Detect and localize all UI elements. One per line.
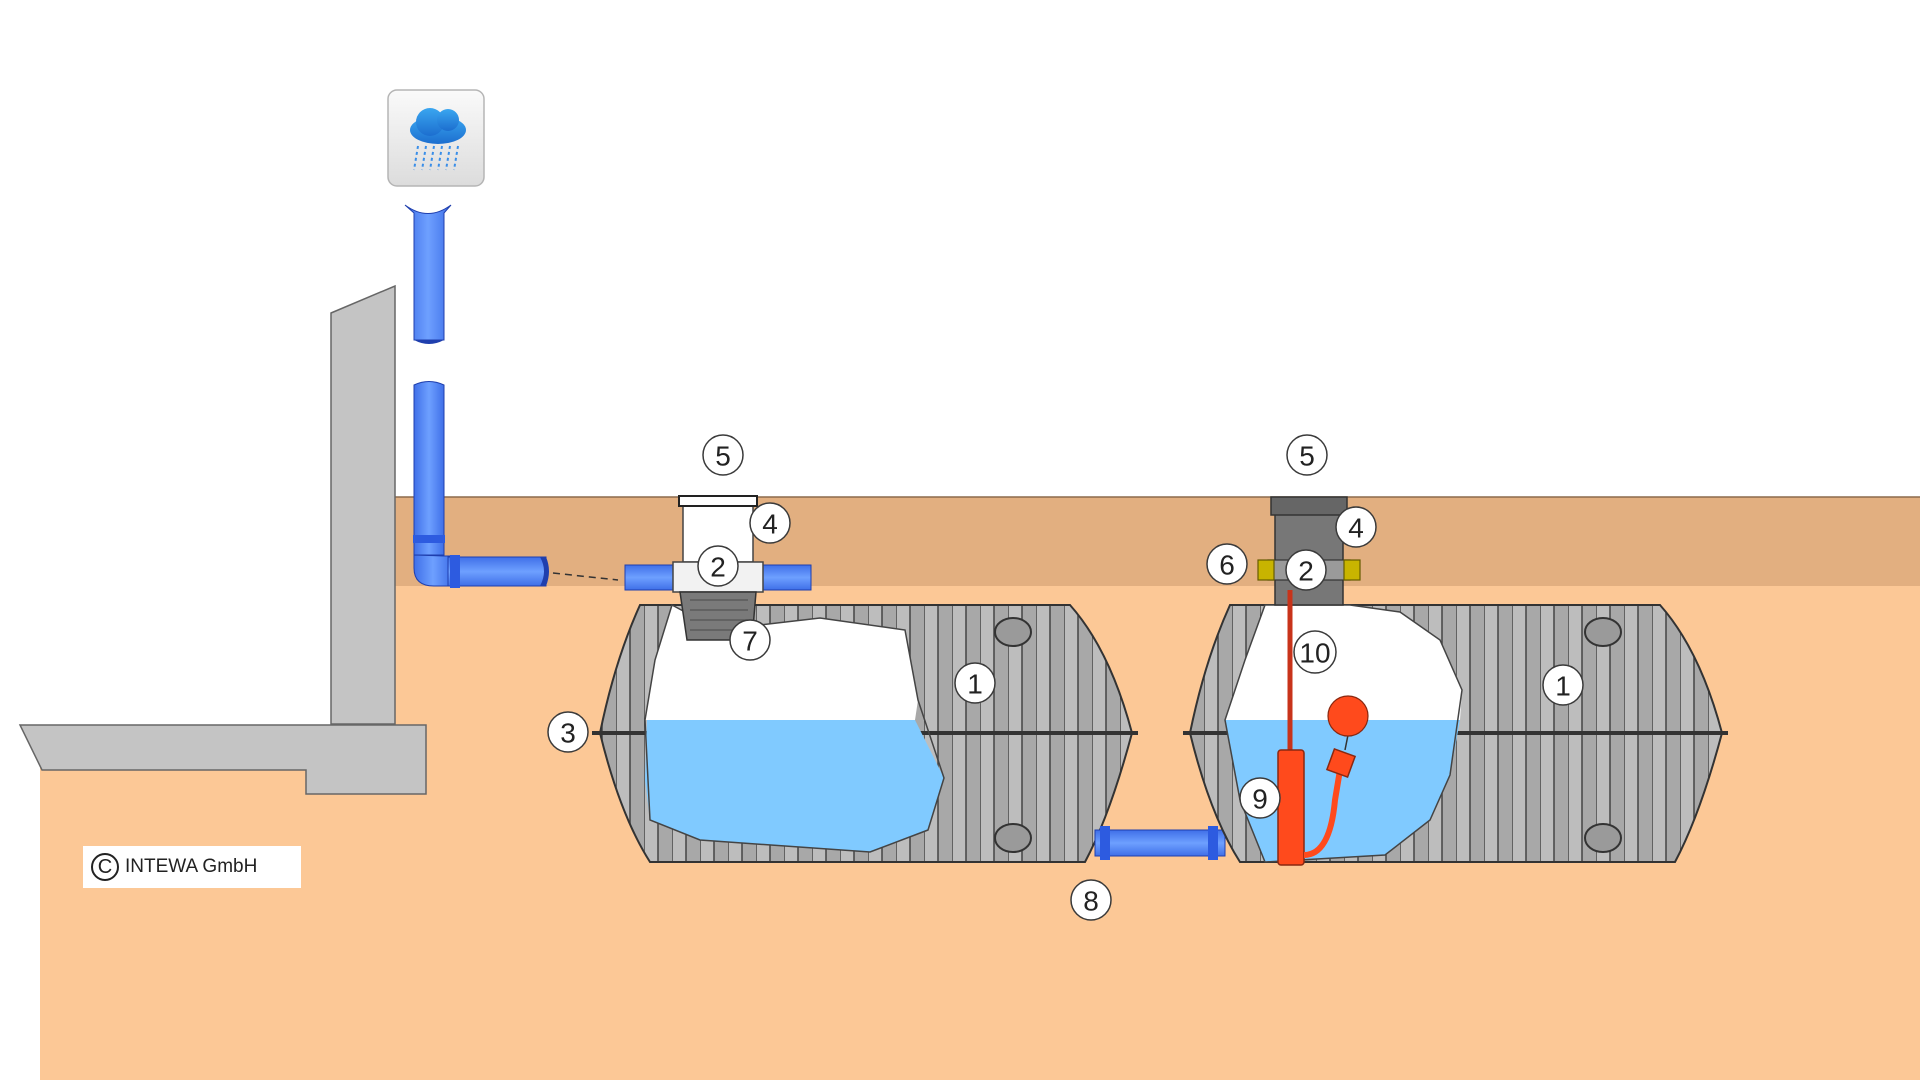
submersible-pump	[1277, 749, 1305, 866]
rain-cloud-icon	[387, 89, 485, 187]
cover-right	[1270, 496, 1348, 516]
inflow-pipe	[447, 556, 547, 587]
water-left	[645, 720, 944, 852]
callout-connector-2-left: 2	[697, 545, 739, 587]
svg-text:2: 2	[1298, 556, 1314, 587]
svg-text:6: 6	[1219, 550, 1235, 581]
float-switch	[1325, 747, 1357, 779]
callout-filter-7: 7	[729, 619, 771, 661]
callout-connector-2-right: 2	[1285, 549, 1327, 591]
callout-tank-1-left: 1	[954, 662, 996, 704]
tank-left	[592, 495, 1138, 863]
foundation	[18, 724, 427, 795]
svg-text:4: 4	[1348, 513, 1364, 544]
svg-text:1: 1	[967, 669, 983, 700]
callout-tank-1-right: 1	[1542, 664, 1584, 706]
downpipe	[404, 204, 619, 588]
callout-tank-joint-3: 3	[547, 711, 589, 753]
copyright-icon: C	[91, 853, 119, 881]
callout-cover-5-right: 5	[1286, 434, 1328, 476]
svg-text:7: 7	[742, 626, 758, 657]
svg-text:10: 10	[1299, 638, 1330, 669]
callout-extension-4-left: 4	[749, 502, 791, 544]
svg-text:1: 1	[1555, 671, 1571, 702]
svg-text:9: 9	[1252, 784, 1268, 815]
callout-extension-4-right: 4	[1335, 506, 1377, 548]
callout-float-hose-10: 10	[1293, 630, 1337, 674]
svg-text:4: 4	[762, 509, 778, 540]
copyright-text: INTEWA GmbH	[125, 856, 258, 877]
cover-left	[678, 495, 758, 507]
svg-text:8: 8	[1083, 886, 1099, 917]
callout-pump-9: 9	[1239, 777, 1281, 819]
svg-text:5: 5	[1299, 441, 1315, 472]
callout-connection-pipe-8: 8	[1070, 879, 1112, 921]
callout-cover-5-left: 5	[702, 434, 744, 476]
callout-adapter-6: 6	[1206, 543, 1248, 585]
topsoil-layer	[395, 497, 1920, 586]
connecting-pipe	[1094, 826, 1226, 860]
connection-dashed-line	[552, 572, 619, 581]
svg-text:5: 5	[715, 441, 731, 472]
adapter-left	[1257, 559, 1275, 581]
adapter-right	[1343, 559, 1361, 581]
copyright-notice: C INTEWA GmbH	[83, 846, 301, 888]
float-ball	[1327, 695, 1369, 737]
svg-text:3: 3	[560, 718, 576, 749]
svg-text:2: 2	[710, 552, 726, 583]
building-wall	[18, 284, 427, 795]
